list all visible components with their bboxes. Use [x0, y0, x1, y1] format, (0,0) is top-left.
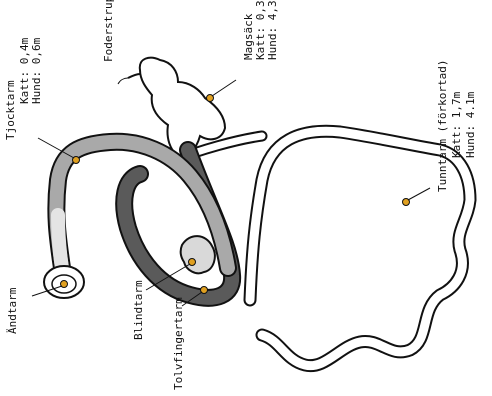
- label-tunntarm-title: Tunntarm (förkortad): [436, 60, 449, 192]
- blindtarm-organ: [181, 236, 215, 273]
- label-tjocktarm-title: Tjocktarm: [4, 80, 17, 140]
- label-magsack-hund: Hund: 4,31: [266, 0, 279, 60]
- label-tolvfingertarm: Tolvfingertarm: [172, 297, 185, 390]
- label-foderstrupe: Foderstrupe: [102, 0, 115, 62]
- label-tunntarm-katt: Katt: 1,7m: [450, 91, 463, 158]
- leader-tunntarm: [408, 188, 430, 200]
- leader-foderstrupe: [118, 78, 128, 84]
- foderstrupe-organ: [128, 74, 140, 78]
- leader-magsack: [212, 80, 236, 96]
- label-tjocktarm-hund: Hund: 0,6m: [30, 37, 43, 104]
- label-andtarm: Ändtarm: [6, 287, 19, 334]
- label-tunntarm-hund: Hund: 4.1m: [464, 91, 477, 158]
- label-blindtarm: Blindtarm: [132, 280, 145, 340]
